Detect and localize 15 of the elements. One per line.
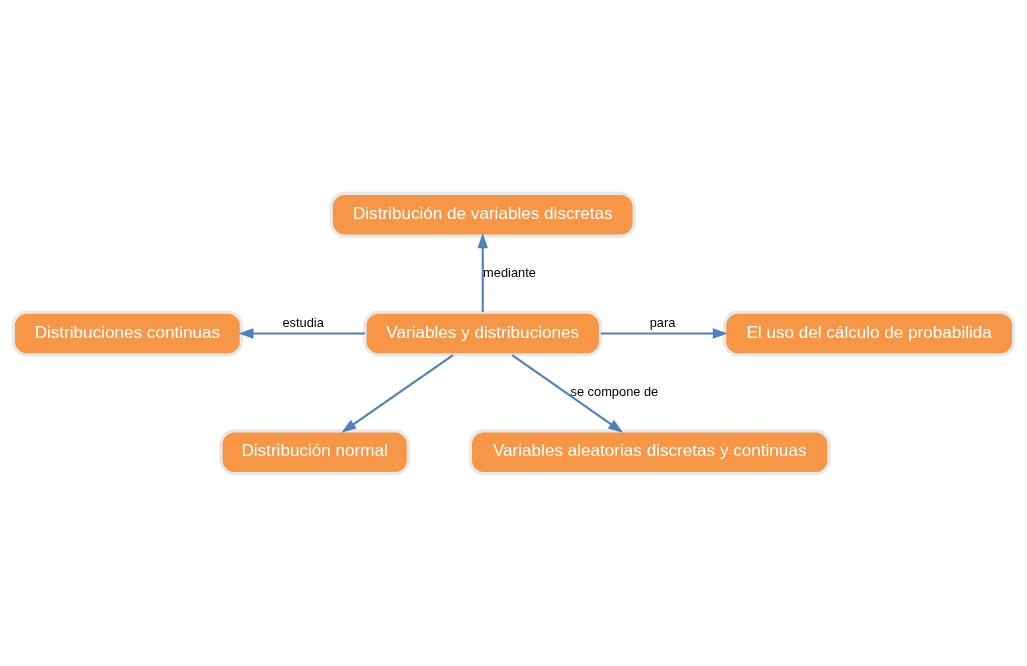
edge-label: estudia bbox=[282, 314, 324, 330]
node-box: Variables aleatorias discretas y continuas bbox=[468, 428, 831, 475]
arrow bbox=[238, 327, 365, 339]
node-box: Variables y distribuciones bbox=[363, 310, 603, 356]
node-box: El uso del cálculo de probabilida bbox=[723, 310, 1016, 356]
arrow bbox=[511, 353, 624, 433]
arrow bbox=[477, 232, 488, 312]
node-box: Distribución normal bbox=[219, 428, 410, 475]
arrow bbox=[600, 327, 728, 339]
edge-label: se compone de bbox=[570, 383, 659, 399]
edge-label: mediante bbox=[483, 264, 536, 280]
node-box: Distribución de variables discretas bbox=[329, 191, 636, 238]
node-box: Distribuciones continuas bbox=[11, 310, 243, 356]
edge-label: para bbox=[649, 314, 676, 330]
arrow bbox=[341, 353, 454, 433]
